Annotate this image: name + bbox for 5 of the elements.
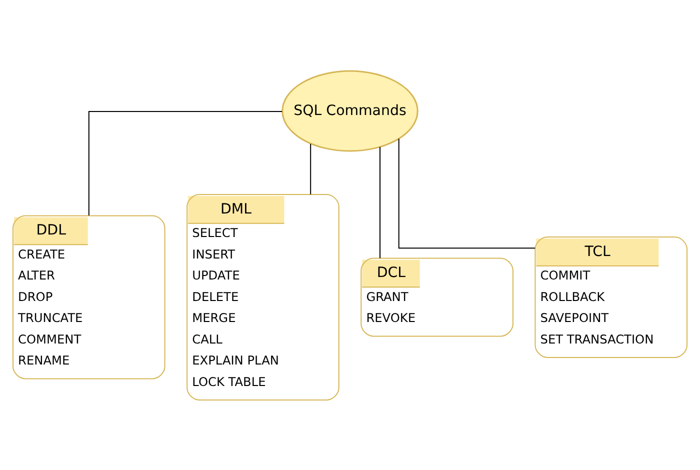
connector bbox=[310, 143, 312, 194]
connector bbox=[88, 110, 282, 216]
connector bbox=[398, 138, 536, 248]
node-ellipse: SQL Commands bbox=[282, 70, 418, 152]
connector bbox=[379, 146, 380, 258]
